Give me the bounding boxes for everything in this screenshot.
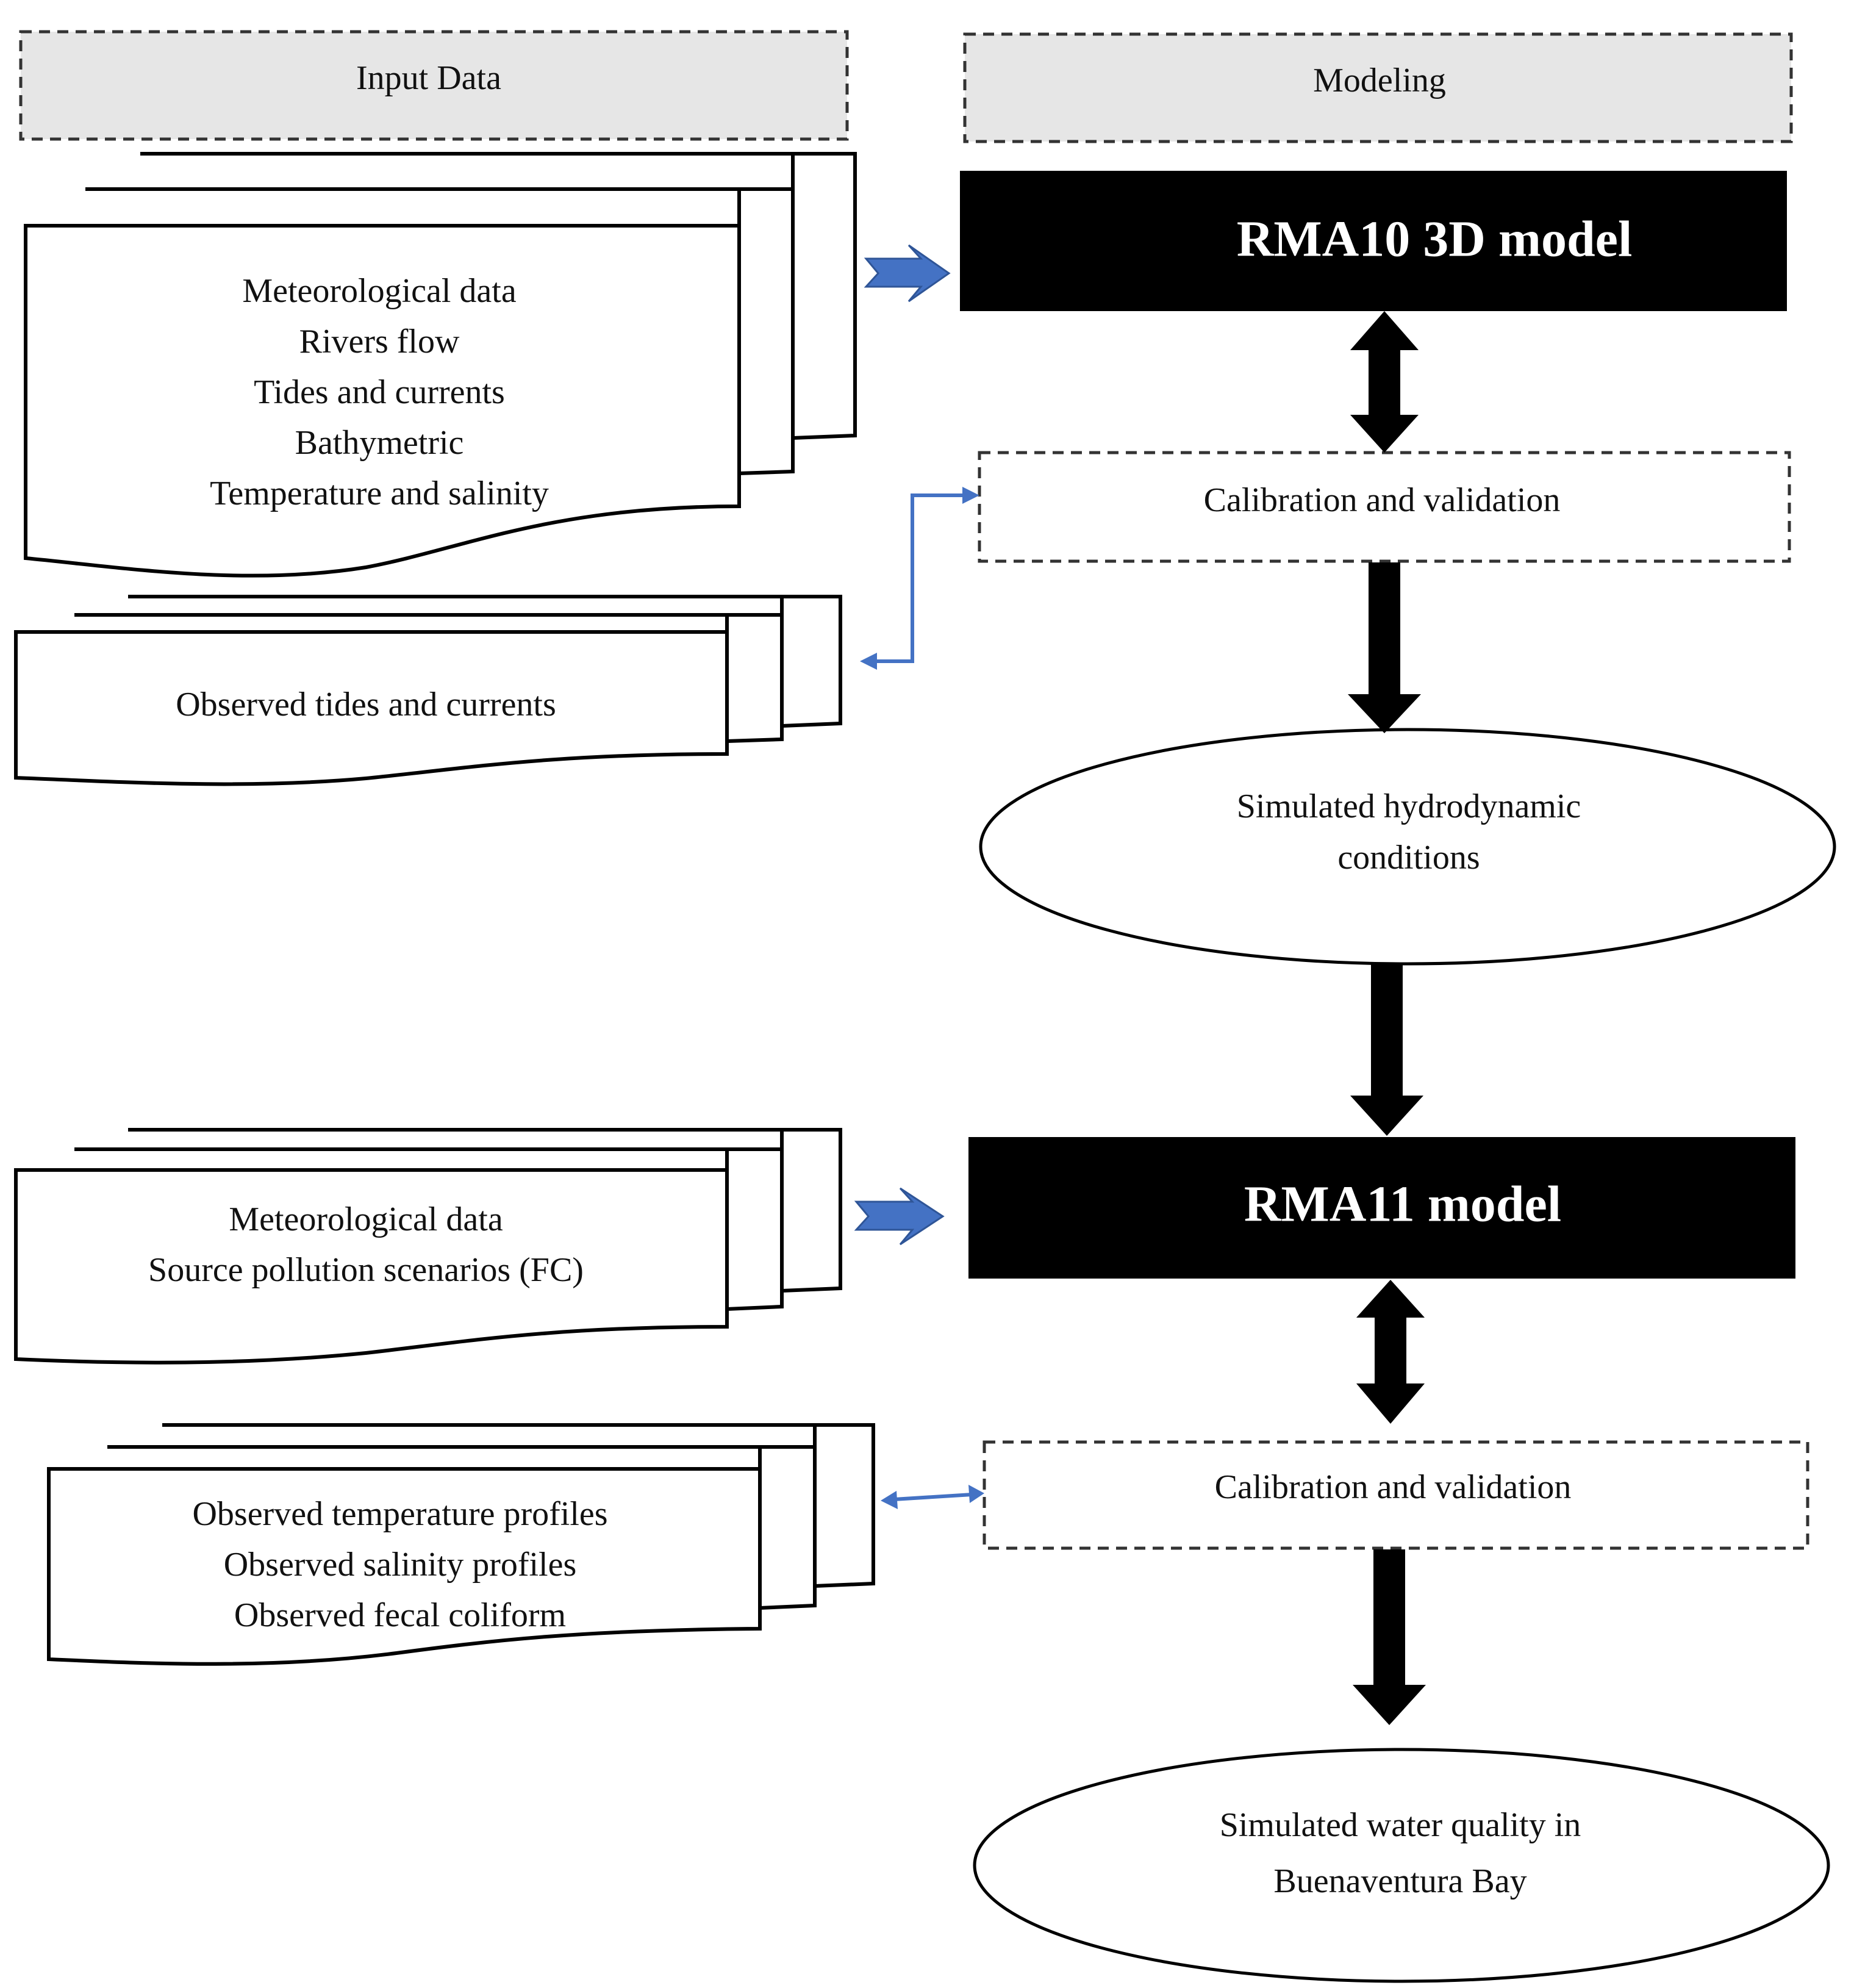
arrow-calibration-to-hydro <box>1348 562 1421 733</box>
arrow-calibration-to-water-quality <box>1353 1549 1426 1725</box>
blue-arrow-inputs-to-rma11 <box>854 1187 945 1246</box>
input-line: Bathymetric <box>295 424 464 462</box>
simulated-hydrodynamic-ellipse: Simulated hydrodynamic conditions <box>979 728 1836 966</box>
input-documents-pollution: Meteorological data Source pollution sce… <box>14 1128 842 1365</box>
input-line: Tides and currents <box>254 373 505 411</box>
input-line: Temperature and salinity <box>210 475 549 512</box>
arrow-hydro-to-rma11 <box>1350 964 1423 1136</box>
input-line: Source pollution scenarios (FC) <box>148 1251 584 1289</box>
input-line: Meteorological data <box>242 272 517 310</box>
calibration-box-2: Calibration and validation <box>982 1440 1809 1550</box>
calibration-label-1: Calibration and validation <box>1204 481 1561 519</box>
input-line: Observed tides and currents <box>176 686 556 723</box>
simulated-water-quality-ellipse: Simulated water quality in Buenaventura … <box>973 1748 1830 1983</box>
blue-connector-calibration-2 <box>881 1485 984 1509</box>
rma10-model-label: RMA10 3D model <box>1237 210 1633 267</box>
rma10-model-box: RMA10 3D model <box>960 171 1787 311</box>
ellipse-line: Simulated hydrodynamic <box>1237 788 1581 825</box>
input-line: Observed salinity profiles <box>224 1546 577 1584</box>
double-arrow-rma11-calibration <box>1356 1280 1425 1424</box>
modeling-header: Modeling <box>963 32 1793 143</box>
rma11-model-box: RMA11 model <box>968 1137 1795 1279</box>
input-data-header: Input Data <box>19 30 849 141</box>
input-line: Observed temperature profiles <box>192 1495 607 1533</box>
ellipse-line: Simulated water quality in <box>1220 1806 1581 1844</box>
input-documents-observed-profiles: Observed temperature profiles Observed s… <box>47 1423 875 1666</box>
ellipse-line: conditions <box>1337 839 1480 877</box>
double-arrow-rma10-calibration <box>1350 311 1419 453</box>
calibration-box-1: Calibration and validation <box>978 451 1791 563</box>
input-documents-observed-tides: Observed tides and currents <box>14 595 842 786</box>
blue-arrow-inputs-to-rma10 <box>864 244 951 303</box>
input-line: Meteorological data <box>229 1200 503 1238</box>
input-documents-hydro: Meteorological data Rivers flow Tides an… <box>24 152 857 578</box>
ellipse-line: Buenaventura Bay <box>1273 1862 1527 1900</box>
modeling-header-label: Modeling <box>1313 62 1446 99</box>
input-line: Rivers flow <box>299 323 460 361</box>
rma11-model-label: RMA11 model <box>1244 1175 1561 1232</box>
input-line: Observed fecal coliform <box>234 1596 566 1634</box>
input-data-header-label: Input Data <box>356 59 501 97</box>
calibration-label-2: Calibration and validation <box>1215 1468 1572 1506</box>
blue-connector-calibration-1 <box>860 487 979 670</box>
